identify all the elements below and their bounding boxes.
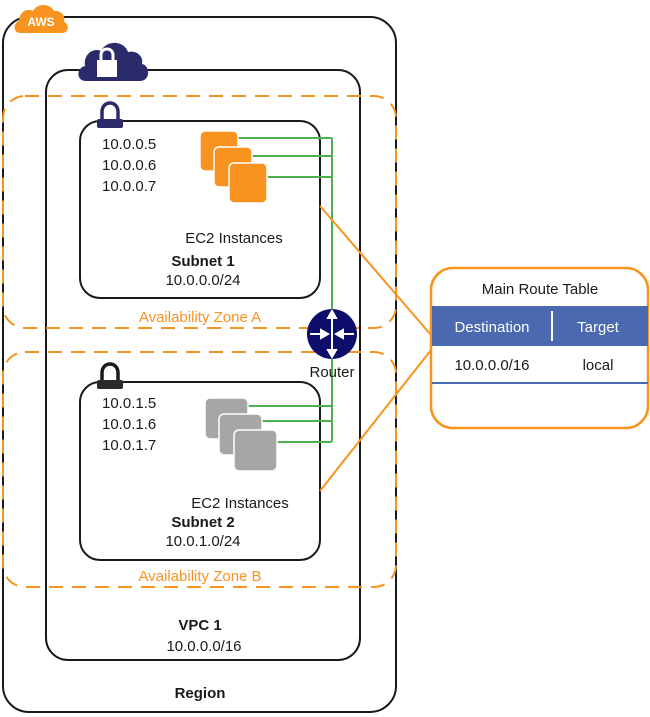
route-table-title: Main Route Table — [482, 281, 598, 298]
vpc-box — [45, 69, 361, 661]
subnet-1-box — [79, 120, 321, 299]
subnet-1-ip-2: 10.0.0.6 — [102, 157, 156, 174]
route-table-connectors — [319, 205, 432, 492]
subnet-2-lock-icon — [97, 362, 123, 389]
subnet-1-ip-3: 10.0.0.7 — [102, 178, 156, 195]
region-box — [2, 16, 397, 713]
subnet-2-box — [79, 381, 321, 561]
subnet-2-instances-label: EC2 Instances — [191, 495, 289, 512]
column-target: Target — [577, 319, 620, 336]
subnet-2-links — [248, 405, 333, 443]
router-icon — [307, 308, 357, 360]
subnet-1-instances-label: EC2 Instances — [185, 230, 283, 247]
zone-a-label: Availability Zone A — [139, 309, 261, 326]
aws-badge-text: AWS — [27, 15, 54, 29]
aws-cloud-icon: AWS — [14, 5, 68, 33]
region-label: Region — [175, 685, 226, 702]
availability-zone-b — [2, 351, 397, 588]
subnet-1-cidr: 10.0.0.0/24 — [165, 272, 240, 289]
subnet-2-ip-3: 10.0.1.7 — [102, 437, 156, 454]
zone-b-label: Availability Zone B — [138, 568, 261, 585]
subnet-2-ip-2: 10.0.1.6 — [102, 416, 156, 433]
subnet-2-cidr: 10.0.1.0/24 — [165, 533, 240, 550]
route-row-target: local — [583, 357, 614, 374]
subnet-2-ip-1: 10.0.1.5 — [102, 395, 156, 412]
vpc-name: VPC 1 — [178, 617, 221, 634]
subnet-1-links — [238, 137, 332, 178]
subnet-1-lock-icon — [97, 101, 123, 128]
column-destination: Destination — [454, 319, 529, 336]
route-row-destination: 10.0.0.0/16 — [454, 357, 529, 374]
availability-zone-a — [2, 95, 397, 329]
subnet-1-name: Subnet 1 — [171, 253, 234, 270]
subnet-1-ip-1: 10.0.0.5 — [102, 136, 156, 153]
subnet-1-ec2-instances-icon — [199, 130, 268, 204]
vpc-cloud-lock-icon — [78, 42, 149, 81]
route-table-header — [432, 306, 648, 346]
main-route-table: Main Route Table Destination Target 10.0… — [429, 266, 650, 430]
router-label: Router — [309, 364, 354, 381]
subnet-2-name: Subnet 2 — [171, 514, 234, 531]
vpc-cidr: 10.0.0.0/16 — [166, 638, 241, 655]
subnet-2-ec2-instances-icon — [204, 397, 278, 472]
